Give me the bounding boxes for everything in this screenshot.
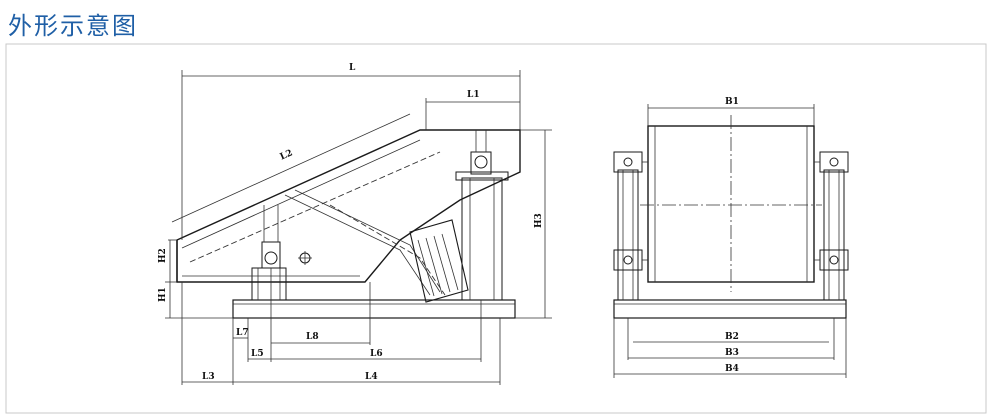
side-view: L L1 L2 H3 H2 H1 L7 L8 L5: [158, 63, 552, 385]
dim-L1: L1: [467, 90, 480, 100]
dim-H1: H1: [158, 287, 168, 302]
dim-L: L: [349, 63, 356, 73]
dim-B4: B4: [725, 364, 739, 374]
dim-L8: L8: [306, 332, 319, 342]
page-title: 外形示意图: [8, 12, 138, 40]
dim-L7: L7: [236, 328, 249, 338]
dim-B1: B1: [725, 97, 739, 107]
front-view: B1 B2 B3 B4: [613, 97, 849, 378]
dim-L3: L3: [202, 372, 215, 382]
dim-L4: L4: [365, 372, 378, 382]
dim-B2: B2: [725, 332, 739, 342]
dim-L5: L5: [251, 349, 264, 359]
dim-L2: L2: [279, 148, 295, 162]
dim-H2: H2: [158, 248, 168, 263]
dim-B3: B3: [725, 348, 739, 358]
frame-border: [5, 43, 987, 414]
dim-L6: L6: [370, 349, 383, 359]
dim-H3: H3: [534, 213, 544, 228]
